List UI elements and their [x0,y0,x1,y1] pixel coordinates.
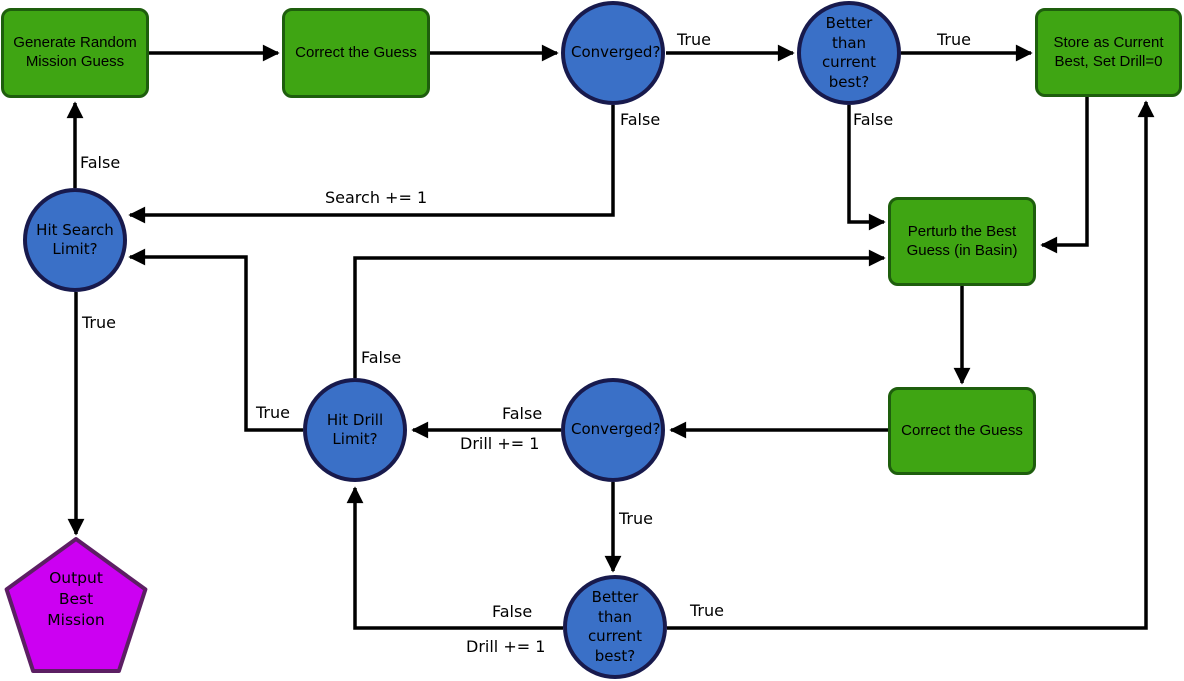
edge-label-hit-drill-true: True [256,403,290,422]
edge-label-drill-increment-mid: Drill += 1 [460,434,540,453]
edge-label-converged-mid-true: True [619,509,653,528]
node-output-best-mission: Output Best Mission [38,568,114,631]
edge-label-converged-top-true: True [677,30,711,49]
node-label: Converged? [571,43,661,62]
edge-label-better-bottom-false: False [492,602,533,621]
edge-label-hit-drill-false: False [361,348,402,367]
node-generate-random-mission-guess: Generate Random Mission Guess [1,8,149,98]
node-perturb-best-guess: Perturb the Best Guess (in Basin) [888,197,1036,286]
node-label: Output Best Mission [47,569,105,629]
edge-hitdrill-true-to-hitsearch [128,248,303,432]
edge-label-hit-search-false: False [80,153,121,172]
node-label: Perturb the Best Guess (in Basin) [906,222,1018,259]
edge-hitdrill-false-to-perturb [353,249,886,378]
edge-better-false-to-perturb [847,105,886,231]
node-label: Better than current best? [821,14,877,91]
node-correct-the-guess-bottom: Correct the Guess [888,387,1036,475]
edge-label-converged-mid-false: False [502,404,543,423]
node-correct-the-guess-top: Correct the Guess [282,8,430,98]
edge-label-better-bottom-true: True [690,601,724,620]
node-label: Store as Current Best, Set Drill=0 [1053,33,1164,70]
edge-label-converged-top-false: False [620,110,661,129]
node-hit-drill-limit: Hit Drill Limit? [303,378,407,482]
edge-better-bottom-false-to-hitdrill [346,486,563,630]
node-label: Converged? [571,420,661,439]
node-store-as-current-best: Store as Current Best, Set Drill=0 [1035,8,1182,97]
node-better-than-current-best-top: Better than current best? [797,1,901,105]
edge-converged-false-to-hitsearch [128,105,615,224]
node-converged-mid: Converged? [561,378,665,482]
edge-better-bottom-true-to-store [667,100,1155,630]
node-better-than-current-best-bottom: Better than current best? [563,575,667,679]
edge-store-to-perturb [1040,97,1089,254]
node-label: Correct the Guess [901,421,1023,439]
output-pentagon-shape [4,537,148,673]
node-label: Hit Drill Limit? [326,410,384,449]
edge-label-better-top-false: False [853,110,894,129]
node-label: Better than current best? [587,588,643,665]
edge-label-hit-search-true: True [82,313,116,332]
node-hit-search-limit: Hit Search Limit? [23,188,127,292]
node-converged-top: Converged? [561,1,665,105]
edge-label-search-increment: Search += 1 [325,188,428,207]
edge-label-better-top-true: True [937,30,971,49]
node-label: Correct the Guess [295,43,417,61]
edge-label-drill-increment-bottom: Drill += 1 [466,637,546,656]
node-label: Hit Search Limit? [36,220,114,259]
node-label: Generate Random Mission Guess [13,34,137,70]
